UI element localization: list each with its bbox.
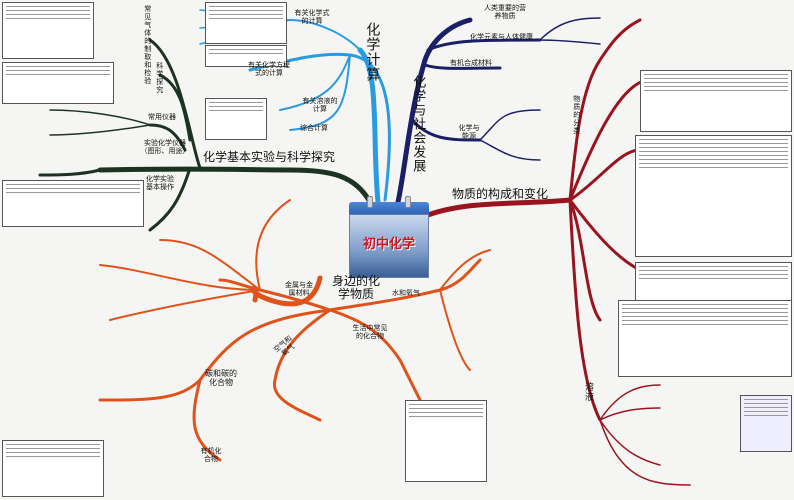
experiment-diagram — [405, 400, 487, 482]
branch-experiment — [97, 166, 373, 205]
sub-label: 常用仪器 — [148, 113, 176, 121]
branch-label-calc: 化学计算 — [364, 22, 381, 82]
note-box — [205, 98, 267, 140]
sub-label: 化学元素与人体健康 — [470, 33, 533, 41]
sub-label: 常见气体的制取和检验 — [143, 5, 152, 85]
apparatus-diagram — [2, 180, 144, 227]
sub-label: 物质的分类 — [572, 95, 581, 135]
sub-label: 化学实验基本操作 — [146, 175, 174, 191]
sub-label: 有关化学式的计算 — [294, 9, 330, 25]
change-diagram — [618, 300, 792, 377]
branch-calc — [357, 47, 381, 205]
classification-diagram — [640, 70, 792, 132]
sub-label: 人类重要的营养物质 — [484, 4, 526, 20]
sub-label: 溶液 — [582, 382, 593, 402]
center-title: 初中化学 — [362, 237, 415, 252]
sub-label: 有关溶液的计算 — [302, 97, 338, 113]
note-box — [2, 440, 104, 497]
branch-label-substances: 身边的化学物质 — [332, 274, 381, 302]
center-topic-card: 初中化学 — [349, 196, 429, 278]
structure-diagram — [635, 135, 792, 257]
sub-label: 有关化学方程式的计算 — [248, 61, 290, 77]
sub-label: 综合计算 — [300, 124, 328, 132]
branch-structure — [425, 197, 573, 218]
sub-label: 化学与能源 — [458, 124, 480, 140]
sub-label: 碳和碳的化合物 — [205, 369, 237, 387]
solubility-graph — [740, 395, 792, 452]
sub-label: 金属与金属材料 — [285, 281, 313, 297]
note-box — [205, 2, 287, 44]
sub-label: 生活中常见的化合物 — [352, 324, 388, 340]
apparatus-diagram — [2, 2, 94, 59]
sub-label: 水和氧气 — [392, 289, 420, 297]
branch-society — [395, 17, 473, 205]
branch-label-structure: 物质的构成和变化 — [452, 187, 549, 201]
note-box — [205, 45, 287, 67]
sub-label: 科学探究 — [155, 62, 164, 94]
branch-label-society: 化学与社会发展 — [410, 75, 426, 173]
apparatus-diagram — [2, 62, 114, 104]
sub-label: 有机化合物 — [200, 447, 222, 463]
branch-label-experiment: 化学基本实验与科学探究 — [203, 150, 336, 164]
sub-label: 实验化学仪器（图形、用途） — [140, 139, 190, 155]
sub-label: 有机合成材料 — [450, 59, 492, 67]
